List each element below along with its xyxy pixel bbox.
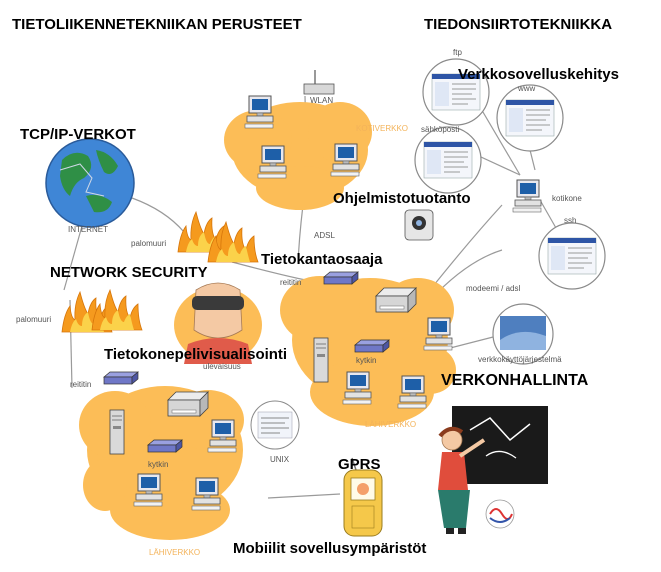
vr-headset-icon: [184, 282, 252, 364]
wlan-access-point-icon: [303, 70, 335, 95]
heading-tietokanta: Tietokantaosaaja: [261, 251, 383, 268]
heading-verkonhallinta: VERKONHALLINTA: [441, 372, 589, 389]
label-kytkin-2: kytkin: [148, 460, 169, 469]
webpage-icon: [538, 222, 606, 290]
label-kytkin-1: kytkin: [356, 356, 377, 365]
router-icon: [323, 271, 359, 285]
label-reititin-2: reititin: [70, 380, 92, 389]
label-wlan: WLAN: [310, 96, 334, 105]
label-kotiverkko: KOTIVERKKO: [356, 124, 409, 133]
label-palomuuri-1: palomuuri: [131, 239, 167, 248]
computer-icon: [512, 179, 542, 213]
heading-security: NETWORK SECURITY: [50, 264, 208, 281]
label-unix: UNIX: [270, 455, 290, 464]
label-www: www: [518, 84, 536, 93]
heading-tiedonsiirto: TIEDONSIIRTOTEKNIIKKA: [424, 16, 613, 33]
heading-tietoliikenne: TIETOLIIKENNETEKNIIKAN PERUSTEET: [12, 16, 302, 33]
teacher-icon: [438, 406, 548, 534]
label-elevaisuus: ulevaisuus: [203, 362, 241, 371]
heading-ohjelmisto: Ohjelmistotuotanto: [333, 190, 471, 207]
server-icon: [313, 337, 329, 383]
server-icon: [109, 409, 125, 455]
label-verkkokayttojarjestelma: verkkokäyttöjärjestelmä: [478, 355, 562, 364]
label-kotikone: kotikone: [552, 194, 582, 203]
label-sahkoposti: sähköposti: [421, 125, 460, 134]
firewall-icon: [91, 289, 143, 331]
printer-icon: [167, 391, 209, 417]
logo-icon: [485, 499, 515, 529]
printer-icon: [375, 287, 417, 313]
switch-icon: [354, 339, 390, 353]
label-reititin-1: reititin: [280, 278, 302, 287]
heading-pelivisu: Tietokonepelivisualisointi: [104, 346, 288, 363]
camera-icon: [404, 209, 434, 241]
router-icon: [103, 371, 139, 385]
unix-screen-icon: [250, 400, 300, 450]
webpage-icon: [492, 303, 554, 365]
phone-icon: [343, 457, 383, 537]
heading-tcpip: TCP/IP-VERKOT: [20, 126, 136, 143]
label-lahiverkko-2: LÄHIVERKKO: [149, 548, 201, 557]
heading-gprs: GPRS: [338, 456, 381, 473]
webpage-icon: [496, 84, 564, 152]
label-lahiverkko-1: LÄHIVERKKO: [365, 420, 417, 429]
label-palomuuri-2: palomuuri: [16, 315, 52, 324]
label-ssh: ssh: [564, 216, 577, 225]
heading-mobiilit: Mobiilit sovellusympäristöt: [233, 540, 427, 557]
label-adsl: ADSL: [314, 231, 335, 240]
firewall-icon: [207, 221, 259, 263]
heading-verkkosovellus: Verkkosovelluskehitys: [458, 66, 619, 83]
label-internet: INTERNET: [68, 225, 108, 234]
globe-icon: [45, 138, 135, 228]
webpage-icon: [414, 126, 482, 194]
label-modeemi: modeemi / adsl: [466, 284, 521, 293]
label-ftp: ftp: [453, 48, 462, 57]
switch-icon: [147, 439, 183, 453]
